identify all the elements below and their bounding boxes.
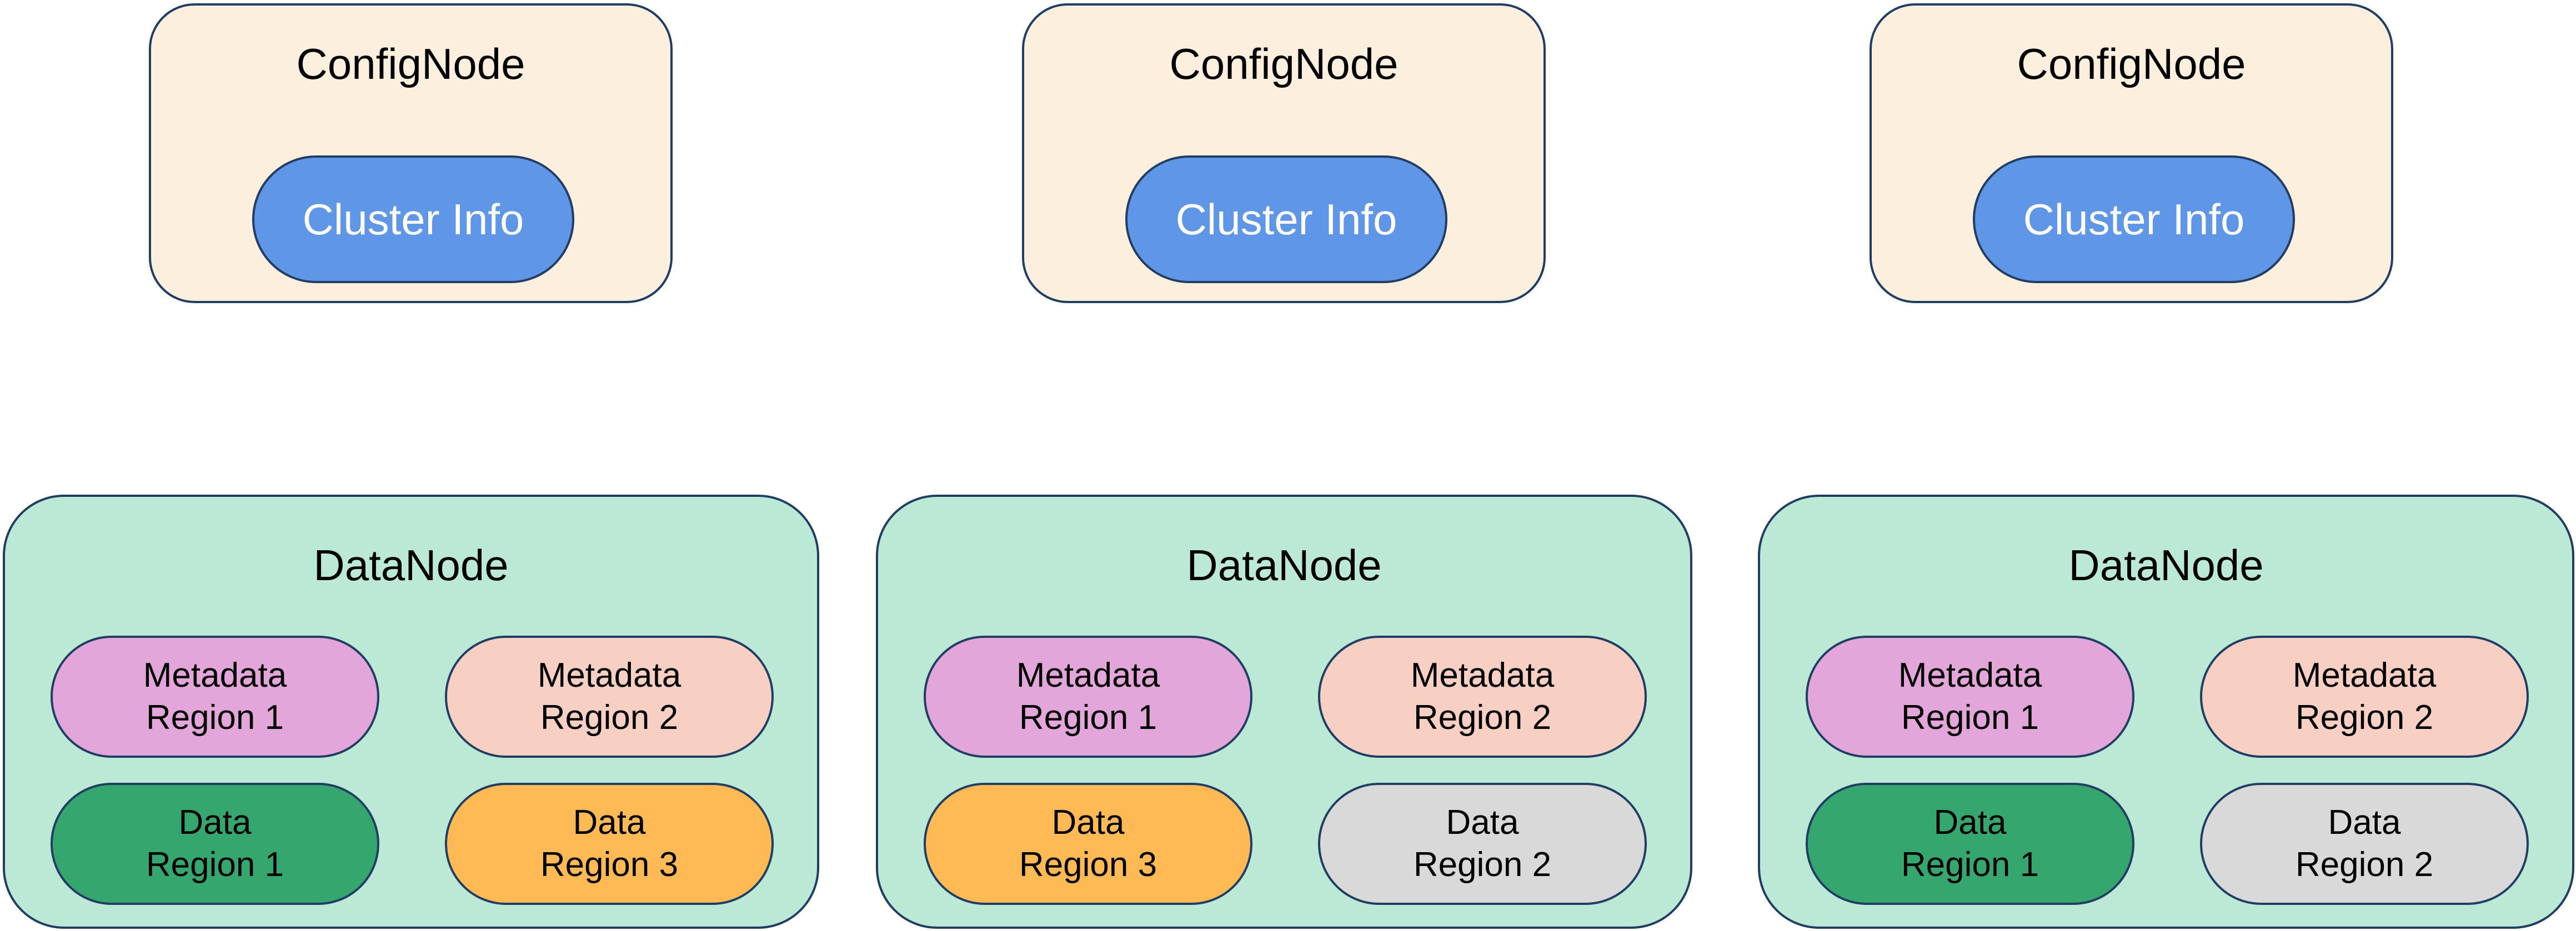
data-node-1: DataNode Metadata Region 1 Metadata Regi…: [3, 495, 819, 929]
region-line-2: Region 2: [1413, 698, 1552, 737]
data-node-title: DataNode: [1186, 541, 1382, 590]
region-line-2: Region 1: [1901, 846, 2039, 884]
data-node-title: DataNode: [2068, 541, 2264, 590]
config-node-title: ConfigNode: [2017, 39, 2246, 88]
region-line-2: Region 1: [1901, 698, 2039, 737]
region-line-2: Region 1: [146, 846, 284, 884]
config-node-title: ConfigNode: [296, 39, 525, 88]
region-line-1: Metadata: [1898, 656, 2042, 695]
data-node-3: DataNode Metadata Region 1 Metadata Regi…: [1758, 495, 2574, 929]
metadata-region-1: Metadata Region 1: [51, 636, 379, 758]
region-line-2: Region 2: [2295, 698, 2434, 737]
data-region-1: Data Region 1: [1806, 783, 2134, 905]
config-node-title: ConfigNode: [1169, 39, 1399, 88]
data-region-2: Data Region 2: [1318, 783, 1647, 905]
cluster-info-pill: Cluster Info: [1973, 155, 2295, 283]
region-line-2: Region 2: [2295, 846, 2434, 884]
region-line-1: Metadata: [1016, 656, 1160, 695]
config-node-2: ConfigNode Cluster Info: [1022, 3, 1546, 303]
data-region-1: Data Region 1: [51, 783, 379, 905]
region-line-2: Region 1: [146, 698, 284, 737]
region-line-1: Data: [2328, 803, 2401, 842]
region-line-1: Data: [1051, 803, 1125, 842]
region-line-2: Region 3: [540, 846, 679, 884]
config-node-1: ConfigNode Cluster Info: [149, 3, 673, 303]
metadata-region-2: Metadata Region 2: [445, 636, 774, 758]
region-line-2: Region 2: [1413, 846, 1552, 884]
cluster-info-pill: Cluster Info: [1125, 155, 1447, 283]
region-line-1: Metadata: [537, 656, 681, 695]
data-region-2: Data Region 2: [2200, 783, 2529, 905]
config-node-3: ConfigNode Cluster Info: [1870, 3, 2393, 303]
region-line-1: Metadata: [143, 656, 287, 695]
region-line-2: Region 2: [540, 698, 679, 737]
metadata-region-1: Metadata Region 1: [924, 636, 1252, 758]
region-line-2: Region 3: [1019, 846, 1157, 884]
region-line-1: Data: [178, 803, 252, 842]
region-line-1: Metadata: [1410, 656, 1555, 695]
region-line-1: Data: [573, 803, 646, 842]
cluster-info-pill: Cluster Info: [252, 155, 574, 283]
region-line-1: Data: [1933, 803, 2007, 842]
data-node-2: DataNode Metadata Region 1 Metadata Regi…: [876, 495, 1692, 929]
metadata-region-2: Metadata Region 2: [2200, 636, 2529, 758]
region-line-1: Metadata: [2292, 656, 2437, 695]
region-line-1: Data: [1446, 803, 1519, 842]
data-region-3: Data Region 3: [445, 783, 774, 905]
data-region-3: Data Region 3: [924, 783, 1252, 905]
data-node-title: DataNode: [313, 541, 509, 590]
metadata-region-2: Metadata Region 2: [1318, 636, 1647, 758]
region-line-2: Region 1: [1019, 698, 1157, 737]
metadata-region-1: Metadata Region 1: [1806, 636, 2134, 758]
